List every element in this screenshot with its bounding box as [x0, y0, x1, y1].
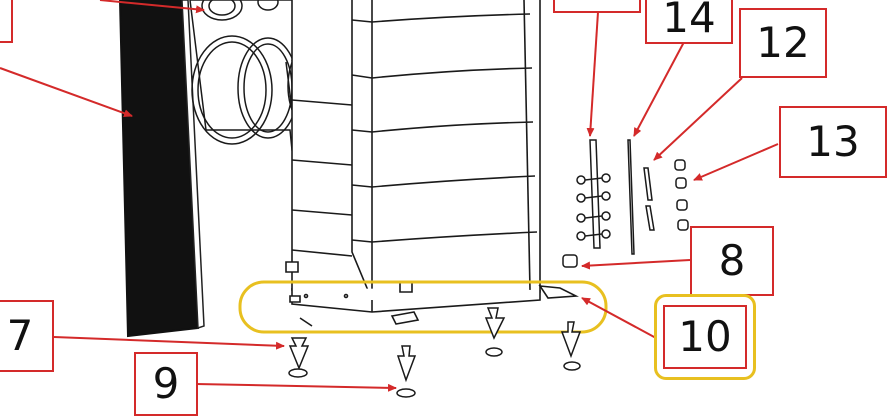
leader-7 [53, 336, 285, 350]
leader-top [99, 0, 205, 14]
binding-post-cap [562, 159, 689, 268]
leader-11 [586, 11, 599, 137]
leader-8 [581, 259, 691, 270]
bracket [627, 139, 655, 255]
spike-disc [288, 347, 581, 398]
callout-12-number: 12 [756, 18, 810, 67]
leader-14 [633, 41, 685, 137]
cropped-callout-boxes [0, 0, 641, 43]
callout-leaders [0, 0, 779, 392]
leader-9 [195, 383, 397, 392]
callout-13-number: 13 [806, 117, 860, 166]
callout-7-number: 7 [6, 311, 34, 360]
leader-13 [693, 143, 779, 181]
callout-14-number: 14 [662, 0, 716, 42]
callout-8-number: 8 [718, 236, 746, 285]
callout-13: 13 [779, 106, 887, 178]
callout-12: 12 [739, 8, 827, 78]
leader-12 [653, 77, 743, 161]
cabinet-base [285, 261, 579, 327]
callout-14: 14 [645, 0, 733, 44]
leader-10 [581, 297, 657, 339]
base-highlight-ring [238, 280, 608, 334]
cropped-callout-left [0, 0, 13, 43]
cropped-callout-11 [553, 0, 641, 13]
callout-9-number: 9 [152, 359, 180, 408]
callout-9: 9 [134, 352, 198, 416]
speaker-cabinet [291, 0, 541, 301]
leader-grille [0, 67, 133, 118]
callout-10: 10 [654, 294, 756, 380]
callout-7: 7 [0, 300, 54, 372]
callout-8: 8 [690, 226, 774, 296]
spike-foot [288, 307, 582, 383]
front-grille [118, 0, 205, 338]
callout-10-number: 10 [678, 312, 732, 361]
terminal-plate [576, 139, 611, 249]
